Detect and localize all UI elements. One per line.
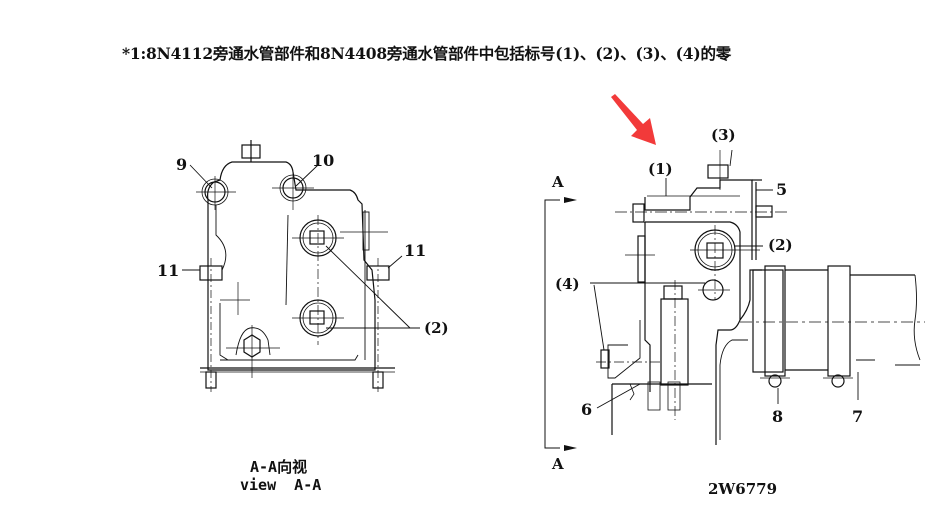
label-9: 9 (176, 155, 187, 174)
label-10: 10 (312, 151, 334, 170)
label-5: 5 (776, 180, 787, 199)
label-1: (1) (648, 160, 673, 178)
label-2-right: (2) (768, 236, 793, 254)
part-number: 2W6779 (708, 480, 778, 498)
caption-en: view A-A (240, 476, 322, 494)
label-8: 8 (772, 407, 783, 426)
label-4: (4) (555, 275, 580, 293)
right-view-drawing (544, 149, 925, 451)
label-11-left: 11 (157, 261, 179, 280)
label-2-left: (2) (424, 319, 449, 337)
label-6: 6 (581, 400, 592, 419)
label-3: (3) (711, 126, 736, 144)
label-7: 7 (852, 407, 863, 426)
header-note: *1:8N4112旁通水管部件和8N4408旁通水管部件中包括标号(1)、(2)… (122, 44, 732, 63)
bolt-3 (707, 164, 729, 179)
section-label-bottom: A (551, 455, 564, 473)
caption-cn: A-A向视 (250, 458, 308, 476)
label-11-right: 11 (404, 241, 426, 260)
section-label-top: A (551, 173, 564, 191)
left-view-drawing (182, 140, 420, 392)
red-arrow-icon (611, 94, 656, 145)
left-body-outline (207, 161, 376, 371)
